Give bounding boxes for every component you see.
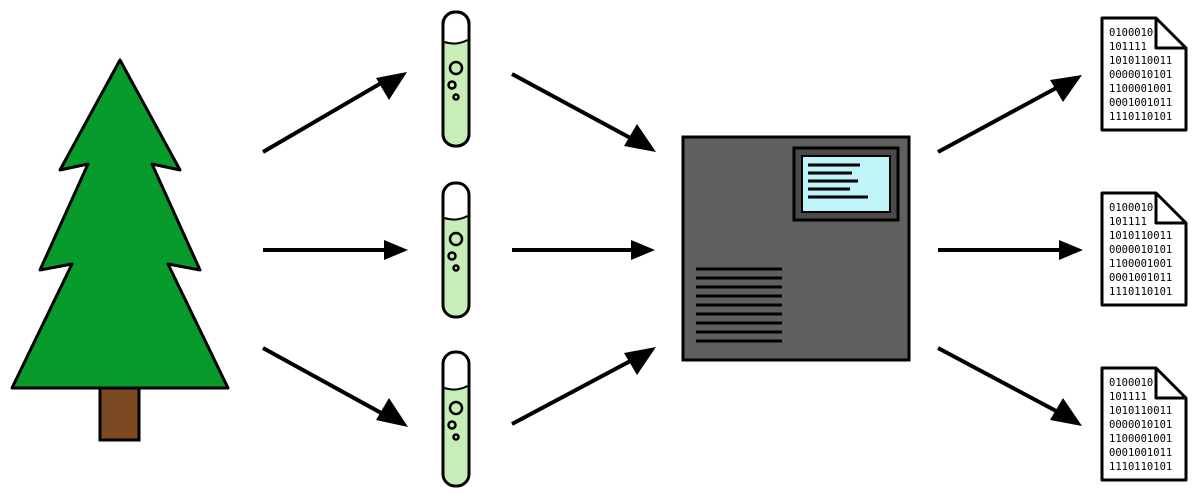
arrow-to-file-1 xyxy=(937,85,1059,154)
file-binary-line: 1010110011 xyxy=(1109,405,1172,417)
file-binary-line: 101111 xyxy=(1109,41,1147,53)
test-tube-icon xyxy=(441,181,471,319)
arrowhead xyxy=(624,347,656,375)
file-binary-line: 0000010101 xyxy=(1109,244,1172,256)
file-binary-line: 1010110011 xyxy=(1109,230,1172,242)
file-binary-line: 0001001011 xyxy=(1109,97,1172,109)
test-tube-icon xyxy=(441,10,471,148)
data-file-icon: 0100010 101111 1010110011 0000010101 1100001… xyxy=(1100,16,1188,132)
file-binary-line: 1010110011 xyxy=(1109,55,1172,67)
arrows-tree-to-tubes xyxy=(261,80,386,416)
file-binary-line: 0001001011 xyxy=(1109,272,1172,284)
file-binary-line: 0000010101 xyxy=(1109,69,1172,81)
arrow-to-tube-1 xyxy=(261,80,385,154)
arrowhead xyxy=(1059,240,1083,260)
tree-icon xyxy=(10,58,230,442)
file-binary-line: 1110110101 xyxy=(1109,111,1172,123)
file-binary-line: 0001001011 xyxy=(1109,447,1172,459)
data-file-icon: 0100010 101111 1010110011 0000010101 1100001… xyxy=(1100,191,1188,307)
tree-trunk xyxy=(98,382,141,442)
file-binary-line: 101111 xyxy=(1109,216,1147,228)
test-tube-icon xyxy=(441,350,471,488)
file-binary-line: 101111 xyxy=(1109,391,1147,403)
arrowhead xyxy=(1050,398,1082,426)
file-binary-line: 1110110101 xyxy=(1109,461,1172,473)
file-binary-line: 1100001001 xyxy=(1109,433,1172,445)
arrowhead xyxy=(631,240,655,260)
arrowhead xyxy=(376,72,407,100)
arrows-machine-to-files xyxy=(937,85,1061,414)
data-file-icon: 0100010 101111 1010110011 0000010101 1100001… xyxy=(1100,366,1188,482)
arrow-to-file-3 xyxy=(937,346,1059,414)
machine-vent xyxy=(696,267,782,343)
file-binary-line: 0000010101 xyxy=(1109,419,1172,431)
tree-foliage xyxy=(10,58,230,390)
arrowhead xyxy=(376,398,408,427)
file-binary-line: 0100010 xyxy=(1109,202,1153,214)
data-files: 0100010 101111 1010110011 0000010101 1100001… xyxy=(1100,16,1188,482)
file-binary-line: 0100010 xyxy=(1109,377,1153,389)
file-binary-line: 0100010 xyxy=(1109,27,1153,39)
file-binary-line: 1100001001 xyxy=(1109,83,1172,95)
file-binary-line: 1110110101 xyxy=(1109,286,1172,298)
arrow-from-tube-1 xyxy=(511,72,637,143)
arrow-from-tube-3 xyxy=(511,356,637,426)
arrowhead xyxy=(624,124,656,152)
file-binary-line: 1100001001 xyxy=(1109,258,1172,270)
sequencer-icon xyxy=(681,135,911,362)
arrow-to-tube-3 xyxy=(262,346,384,416)
arrowhead xyxy=(384,240,408,260)
arrows-tubes-to-machine xyxy=(511,72,637,426)
screen-text-lines xyxy=(808,163,868,199)
arrowhead xyxy=(1050,75,1082,102)
